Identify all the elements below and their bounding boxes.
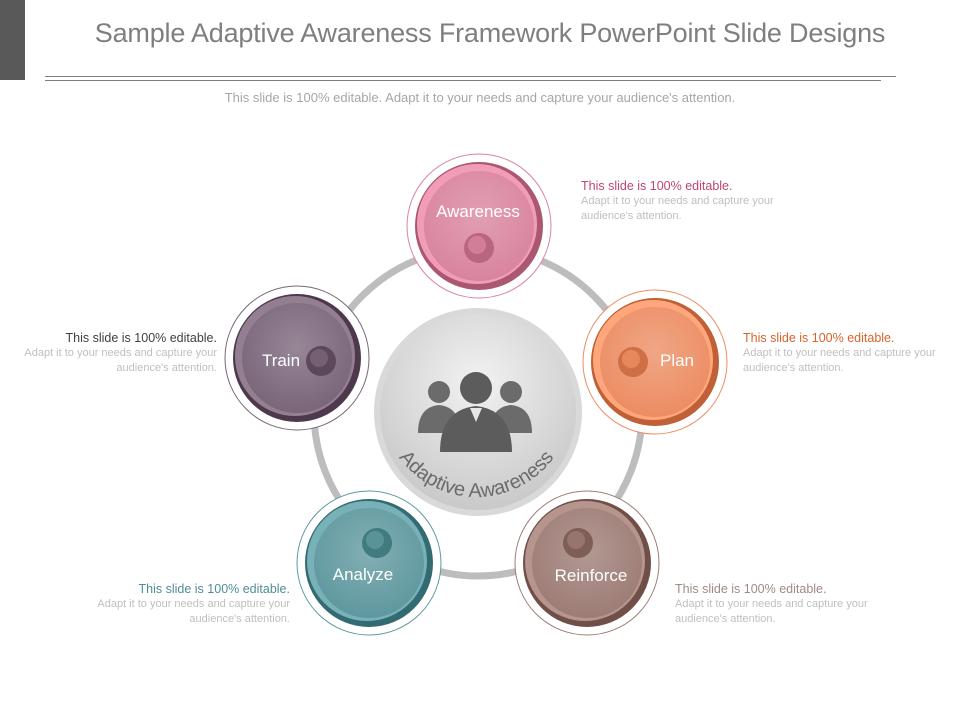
note-reinforce: This slide is 100% editable. Adapt it to… bbox=[675, 582, 875, 627]
corner-accent-block bbox=[0, 0, 25, 80]
note-analyze-body: Adapt it to your needs and capture your … bbox=[97, 598, 290, 625]
note-train-body: Adapt it to your needs and capture your … bbox=[24, 347, 217, 374]
note-awareness-body: Adapt it to your needs and capture your … bbox=[581, 195, 774, 222]
stage-gloss-reinforce bbox=[532, 508, 642, 618]
note-reinforce-head: This slide is 100% editable. bbox=[675, 582, 827, 596]
people-group-icon bbox=[418, 372, 532, 452]
stage-node-analyze: Analyze bbox=[296, 490, 442, 636]
stage-knob-shine-train bbox=[310, 349, 328, 367]
note-reinforce-body: Adapt it to your needs and capture your … bbox=[675, 598, 868, 625]
stage-node-plan: Plan bbox=[582, 289, 728, 435]
stage-knob-shine-analyze bbox=[366, 531, 384, 549]
stage-gloss-awareness bbox=[424, 171, 534, 281]
stage-node-reinforce: Reinforce bbox=[514, 490, 660, 636]
note-awareness: This slide is 100% editable. Adapt it to… bbox=[581, 179, 781, 224]
stage-label-analyze: Analyze bbox=[333, 565, 393, 584]
note-train-head: This slide is 100% editable. bbox=[65, 331, 217, 345]
stage-gloss-analyze bbox=[314, 508, 424, 618]
note-plan-body: Adapt it to your needs and capture your … bbox=[743, 347, 936, 374]
note-awareness-head: This slide is 100% editable. bbox=[581, 179, 733, 193]
stage-knob-shine-awareness bbox=[468, 236, 486, 254]
stage-label-reinforce: Reinforce bbox=[555, 566, 628, 585]
stage-gloss-train bbox=[242, 303, 352, 413]
title-divider-top bbox=[45, 76, 896, 77]
stage-label-plan: Plan bbox=[660, 351, 694, 370]
stage-label-train: Train bbox=[262, 351, 300, 370]
note-analyze: This slide is 100% editable. Adapt it to… bbox=[90, 582, 290, 627]
note-plan: This slide is 100% editable. Adapt it to… bbox=[743, 331, 943, 376]
note-plan-head: This slide is 100% editable. bbox=[743, 331, 895, 345]
note-analyze-head: This slide is 100% editable. bbox=[138, 582, 290, 596]
stage-knob-shine-reinforce bbox=[567, 531, 585, 549]
center-hub: Adaptive Awareness bbox=[374, 308, 582, 516]
stage-knob-shine-plan bbox=[622, 350, 640, 368]
stage-label-awareness: Awareness bbox=[436, 202, 520, 221]
stage-gloss-plan bbox=[600, 307, 710, 417]
title-divider-bottom bbox=[45, 80, 881, 81]
note-train: This slide is 100% editable. Adapt it to… bbox=[17, 331, 217, 376]
slide-subtitle: This slide is 100% editable. Adapt it to… bbox=[224, 90, 736, 105]
stage-node-awareness: Awareness bbox=[406, 153, 552, 299]
slide-title: Sample Adaptive Awareness Framework Powe… bbox=[94, 18, 886, 48]
stage-node-train: Train bbox=[224, 285, 370, 431]
